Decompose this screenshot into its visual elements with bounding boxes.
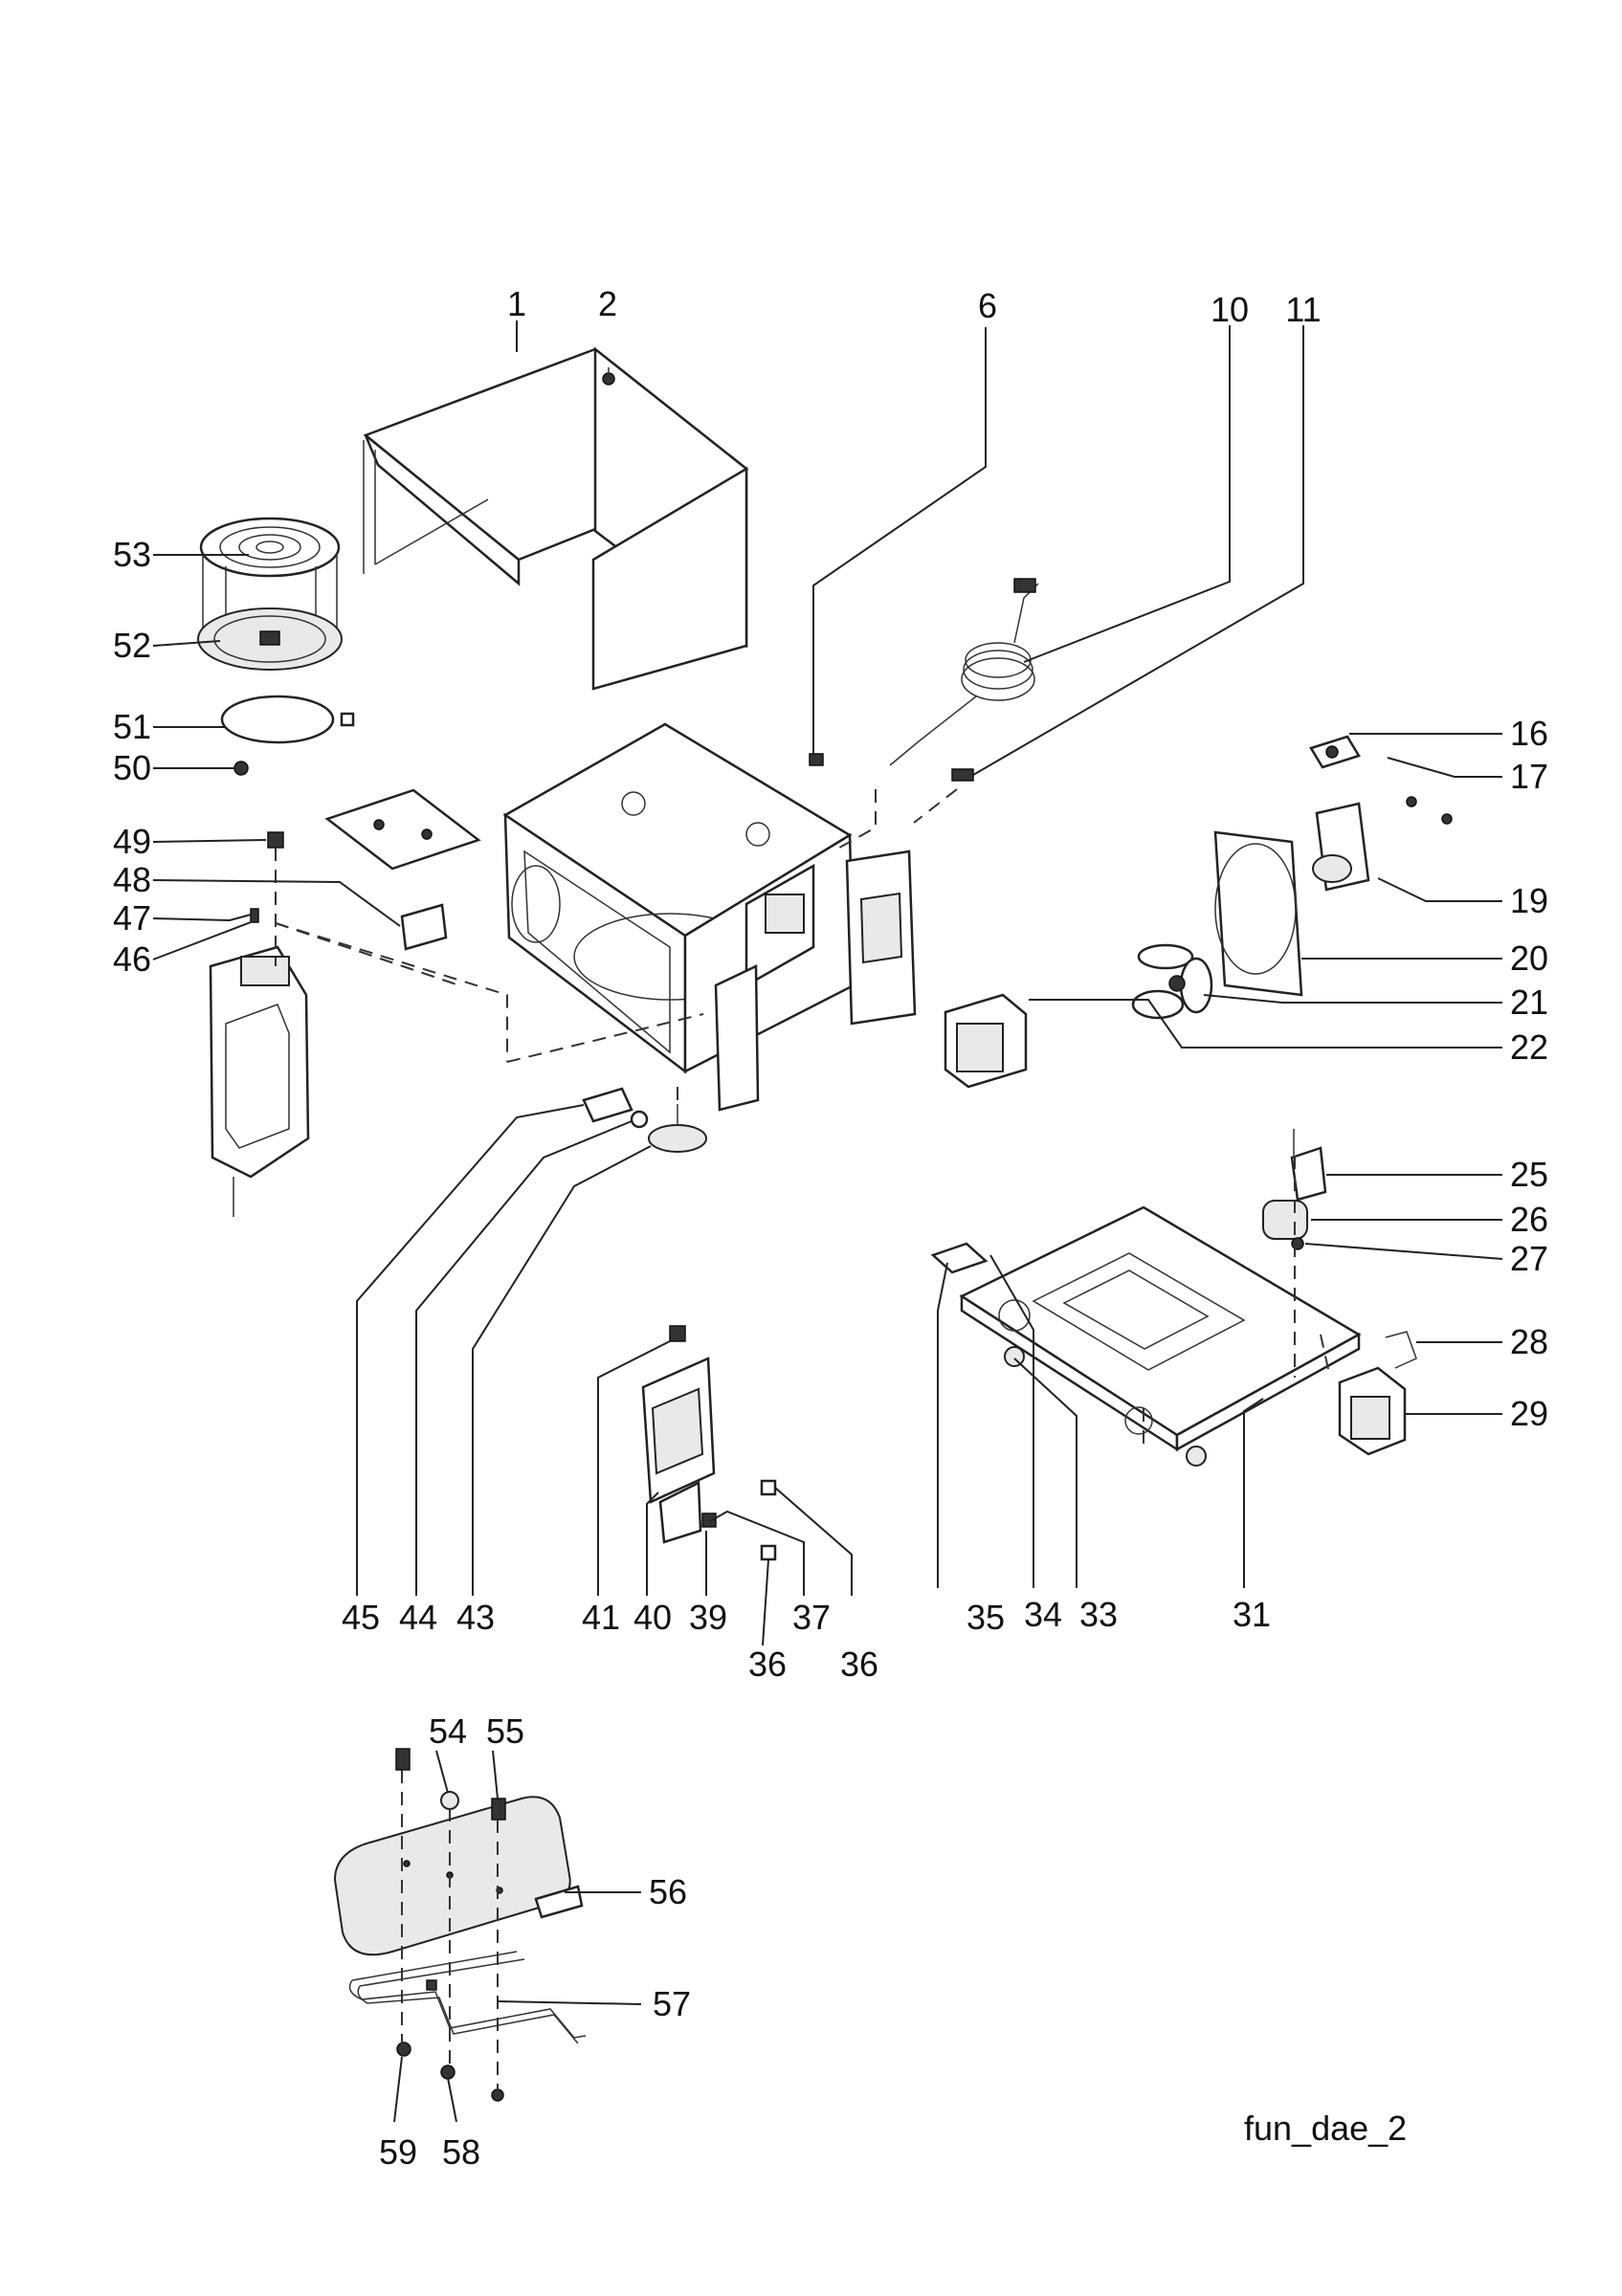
diagram-id-label: fun_dae_2: [1244, 2108, 1407, 2148]
callout-6: 6: [978, 286, 997, 325]
part-switch-6: [809, 753, 824, 766]
part-foot: [1004, 1346, 1025, 1367]
callout-28: 28: [1510, 1322, 1548, 1361]
callout-labels: 1 2 6 10 11 53 52 51 50 49 48 47 46 16 1…: [113, 284, 1548, 2172]
callout-54: 54: [429, 1711, 467, 1751]
callout-21: 21: [1510, 982, 1548, 1022]
part-spacer-nut: [440, 1791, 459, 1810]
part-coupler: [233, 761, 249, 776]
callout-10: 10: [1211, 290, 1249, 329]
assembly-lines: [275, 788, 1331, 2095]
callout-44: 44: [399, 1598, 437, 1637]
callout-46: 46: [113, 939, 151, 979]
callout-26: 26: [1510, 1200, 1548, 1239]
callout-16: 16: [1510, 714, 1548, 753]
part-magnetron: [944, 993, 1028, 1089]
part-spacer-left: [395, 1748, 411, 1771]
part-grill-rack: [199, 517, 341, 651]
callout-40: 40: [633, 1598, 672, 1637]
callout-20: 20: [1510, 938, 1548, 978]
callout-57: 57: [653, 1984, 691, 2023]
leader-lines: [152, 320, 1503, 2123]
part-spacer-right: [491, 1798, 506, 1821]
part-hv-transformer: [1338, 1331, 1417, 1456]
callout-19: 19: [1510, 881, 1548, 920]
callout-31: 31: [1233, 1595, 1271, 1634]
callout-45: 45: [342, 1598, 380, 1637]
part-nut-58: [440, 2064, 455, 2080]
part-noise-filter: [951, 768, 974, 782]
part-roller-ring: [220, 695, 355, 744]
callout-1: 1: [507, 284, 526, 323]
part-heater-cover: [333, 1796, 584, 1956]
part-nut-59: [396, 2042, 411, 2057]
callout-34: 34: [1024, 1595, 1062, 1634]
part-hv-capacitor: [1262, 1129, 1327, 1250]
callout-59: 59: [379, 2132, 417, 2172]
callout-17: 17: [1510, 757, 1548, 796]
callout-11: 11: [1285, 290, 1321, 329]
callout-53: 53: [113, 535, 151, 574]
callout-58: 58: [442, 2132, 480, 2172]
callout-27: 27: [1510, 1239, 1548, 1278]
part-motor-bracket: [582, 1087, 633, 1123]
part-glass-turntable: [197, 607, 343, 671]
part-outer-cabinet: [363, 346, 749, 691]
part-power-cord: [889, 578, 1039, 766]
part-thermostat-board: [1309, 735, 1361, 769]
part-fan-motor: [1312, 796, 1453, 892]
callout-55: 55: [486, 1711, 524, 1751]
callout-47: 47: [113, 898, 151, 938]
part-fan-blade: [1131, 943, 1213, 1020]
part-interlock-bracket: [641, 1325, 777, 1561]
callout-43: 43: [456, 1598, 495, 1637]
callout-22: 22: [1510, 1027, 1548, 1067]
part-heater-element: [348, 1951, 587, 2044]
part-main-cavity: [502, 722, 917, 1112]
callout-36-a: 36: [748, 1645, 787, 1684]
part-door: [209, 945, 310, 1217]
part-lamp-socket: [267, 831, 284, 849]
callout-50: 50: [113, 748, 151, 787]
callout-37: 37: [792, 1598, 831, 1637]
callout-36-b: 36: [840, 1645, 878, 1684]
callout-41: 41: [582, 1598, 620, 1637]
callout-51: 51: [113, 707, 151, 746]
callout-48: 48: [113, 860, 151, 899]
callout-56: 56: [649, 1872, 687, 1911]
part-foot-2: [1186, 1446, 1207, 1467]
callout-35: 35: [967, 1598, 1005, 1637]
callout-49: 49: [113, 822, 151, 861]
part-roller-44: [630, 1110, 649, 1129]
part-plate-48: [400, 903, 448, 951]
part-lamp-cover: [324, 788, 481, 871]
callout-25: 25: [1510, 1155, 1548, 1194]
part-fan-duct: [1213, 830, 1303, 997]
callout-39: 39: [689, 1598, 727, 1637]
callout-2: 2: [598, 284, 617, 323]
part-screw-2: [602, 367, 615, 386]
part-47: [250, 908, 259, 923]
part-turntable-motor: [648, 1104, 707, 1153]
callout-29: 29: [1510, 1394, 1548, 1433]
callout-33: 33: [1079, 1595, 1118, 1634]
callout-52: 52: [113, 626, 151, 665]
